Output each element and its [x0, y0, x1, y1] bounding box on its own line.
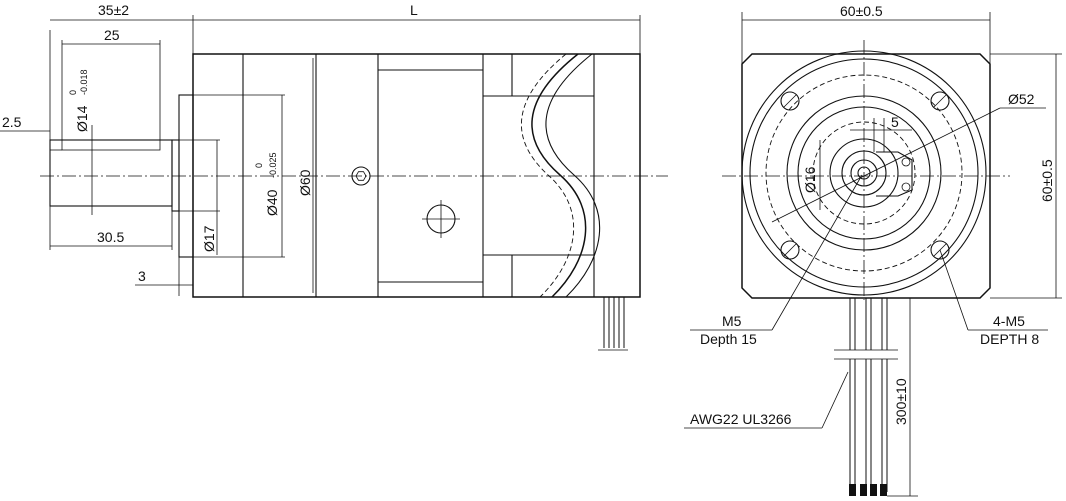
dim-wire-len: 300±10	[893, 378, 909, 425]
dim-key-offset: 2.5	[2, 114, 22, 130]
label-mount-holes: 4-M5	[993, 313, 1025, 329]
dim-pilot-tol-lower: -0.025	[268, 152, 278, 178]
dim-shaft-dia: Ø14	[74, 105, 90, 132]
dim-shaft-tol-upper: 0	[68, 90, 78, 95]
front-flange	[741, 53, 991, 299]
hub	[171, 139, 180, 212]
label-thread-center-depth: Depth 15	[700, 331, 757, 347]
dim-pilot-dia: Ø40	[264, 189, 280, 216]
dim-front-height: 60±0.5	[1039, 159, 1055, 202]
dim-bolt-circle: Ø52	[1008, 91, 1035, 107]
label-mount-holes-depth: DEPTH 8	[980, 331, 1039, 347]
lead-wires	[834, 298, 898, 496]
dim-front-width: 60±0.5	[840, 3, 883, 19]
dim-bore-dia: Ø16	[802, 166, 818, 193]
side-view: 35±2 L 25 Ø14 0 -0.018 2.5 30.5 3 Ø17	[0, 2, 668, 351]
dim-key-width: 5	[891, 114, 899, 130]
dim-body-dia: Ø60	[297, 169, 313, 196]
break-line	[531, 53, 587, 298]
dim-flange-len: 35±2	[98, 2, 129, 18]
dim-shaft-tol-lower: -0.018	[79, 69, 89, 95]
label-thread-center: M5	[722, 313, 742, 329]
mount-holes	[780, 91, 950, 260]
motor-body	[192, 53, 641, 298]
dim-pilot-tol-upper: 0	[254, 163, 264, 168]
dim-shaft-len: 25	[104, 27, 120, 43]
dim-boss-gap: 3	[138, 268, 146, 284]
dim-total-len: L	[410, 2, 418, 18]
dim-hub-dia: Ø17	[201, 225, 217, 252]
dim-shaft-ext: 30.5	[97, 229, 124, 245]
front-view: 60±0.5 60±0.5 Ø52 5 Ø16 M5 Depth 15 4-M5…	[684, 3, 1062, 497]
label-wire-spec: AWG22 UL3266	[690, 411, 792, 427]
